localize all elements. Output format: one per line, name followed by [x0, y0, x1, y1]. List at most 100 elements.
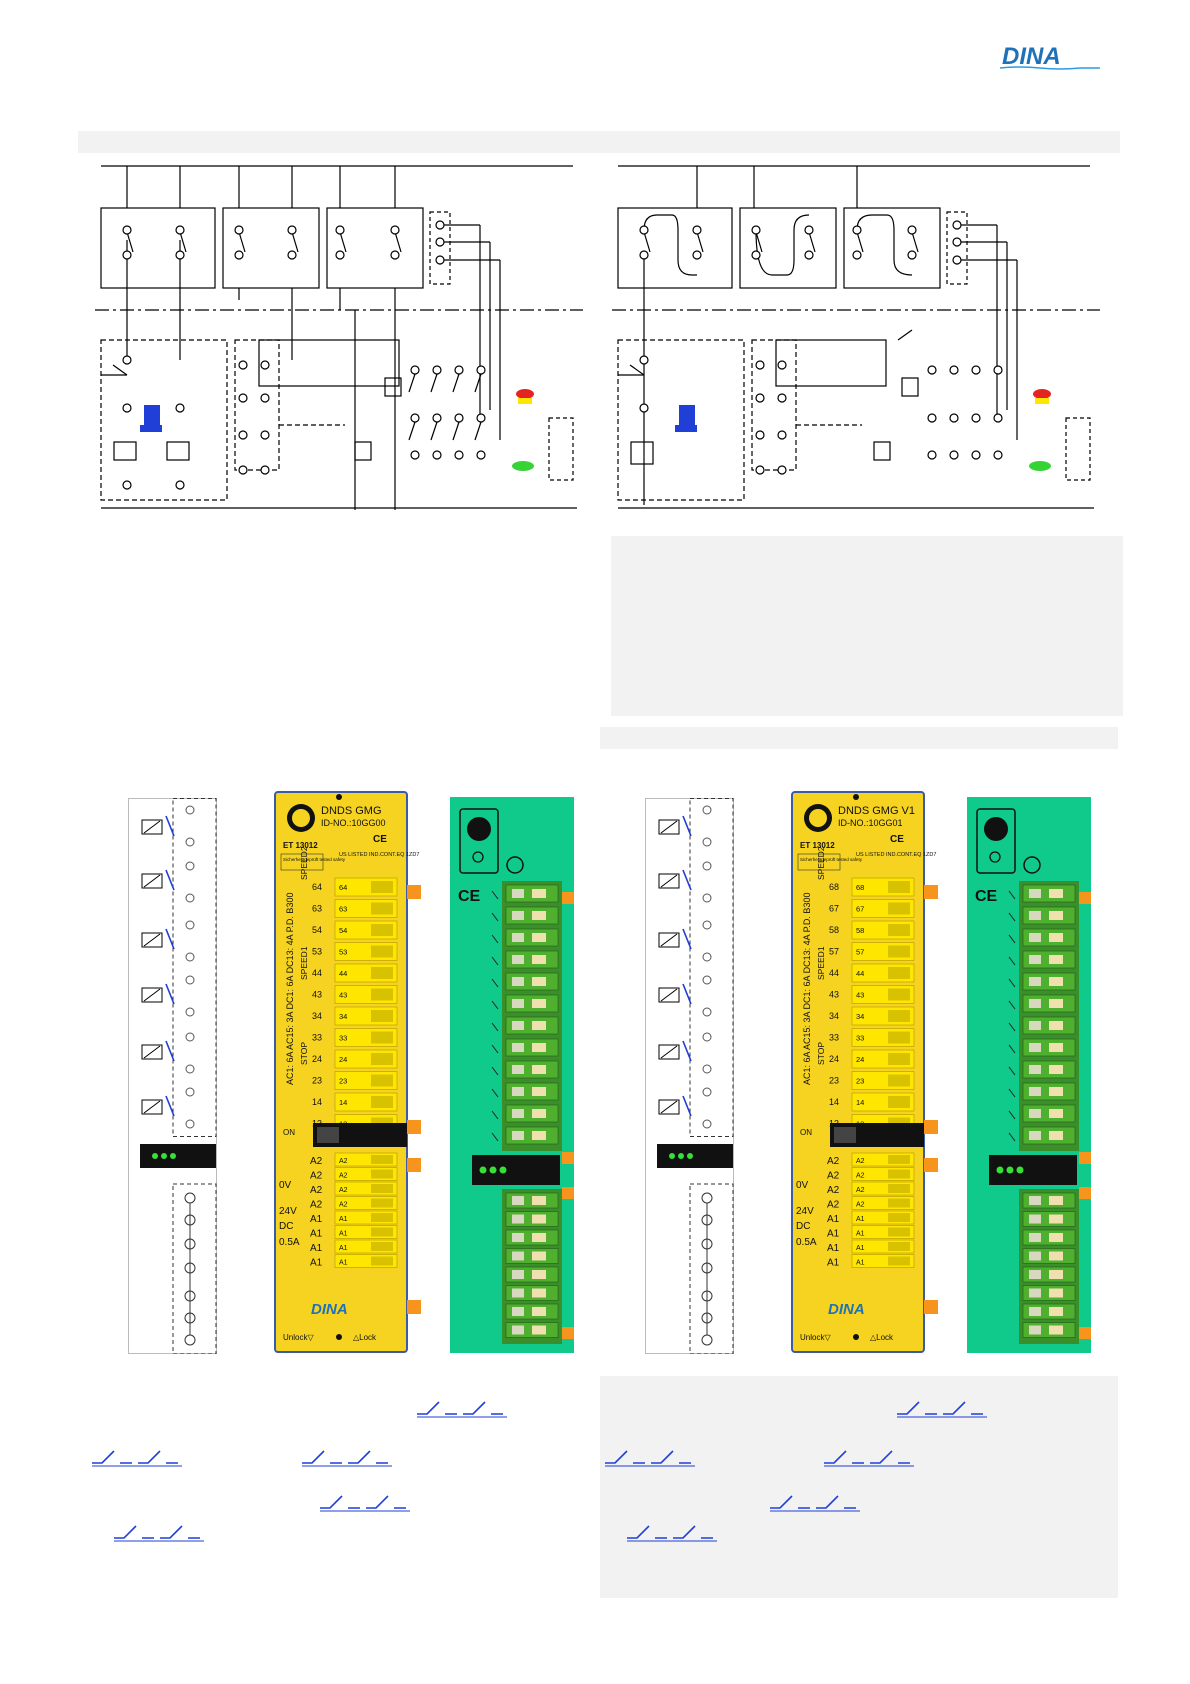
rating-text: AC1: 6A AC15: 3A DC1: 6A DC13: 4A P.D. B… — [802, 893, 812, 1085]
svg-text:0.5A: 0.5A — [279, 1237, 300, 1248]
estop-icon-right — [1033, 389, 1051, 399]
contact-symbol-link[interactable] — [822, 1445, 932, 1467]
svg-text:DC: DC — [796, 1221, 810, 1232]
svg-text:DC: DC — [279, 1221, 293, 1232]
status-led — [499, 1166, 507, 1174]
terminal-label: 54 — [312, 925, 322, 935]
group-label: STOP — [299, 1042, 309, 1065]
svg-text:A1: A1 — [856, 1260, 865, 1267]
svg-text:33: 33 — [339, 1034, 347, 1043]
orange-tab — [407, 885, 421, 899]
orange-tab — [924, 1120, 938, 1134]
svg-text:58: 58 — [856, 926, 864, 935]
contact-symbol-link[interactable] — [768, 1490, 878, 1512]
wiring-diagram-right — [612, 165, 1100, 509]
orange-tab — [1079, 1187, 1091, 1199]
group-label: SPEED1 — [299, 946, 309, 980]
logo-text: DINA — [1002, 43, 1061, 70]
svg-text:CE: CE — [890, 834, 904, 845]
svg-text:A1: A1 — [339, 1216, 348, 1223]
svg-text:A1: A1 — [856, 1245, 865, 1252]
svg-text:ON: ON — [283, 1128, 295, 1137]
module-name: DNDS GMG — [321, 805, 382, 817]
module-logo: DINA — [828, 1301, 865, 1318]
estop-icon — [516, 389, 534, 399]
svg-text:34: 34 — [339, 1012, 347, 1021]
svg-text:ET 13012: ET 13012 — [800, 841, 835, 850]
svg-text:23: 23 — [339, 1077, 347, 1086]
module-name: DNDS GMG V1 — [838, 805, 915, 817]
contact-symbol-link[interactable] — [318, 1490, 428, 1512]
contact-symbol-link[interactable] — [895, 1396, 1005, 1418]
power-label: A2 — [310, 1156, 323, 1167]
terminal-label: 68 — [829, 882, 839, 892]
orange-tab — [407, 1300, 421, 1314]
wiring-diagram-left — [95, 165, 583, 510]
orange-tab — [924, 1300, 938, 1314]
svg-text:44: 44 — [339, 969, 347, 978]
power-label: A2 — [827, 1185, 840, 1196]
svg-text:A1: A1 — [339, 1231, 348, 1238]
unlock-label: Unlock▽ — [283, 1333, 314, 1342]
svg-text:34: 34 — [856, 1012, 864, 1021]
terminal-label: 53 — [312, 947, 322, 957]
svg-text:A2: A2 — [856, 1158, 865, 1165]
module-id: ID-NO.:10GG00 — [321, 818, 386, 828]
svg-text:A2: A2 — [339, 1158, 348, 1165]
orange-tab — [1079, 892, 1091, 904]
svg-text:A2: A2 — [339, 1187, 348, 1194]
contact-symbol-link[interactable] — [90, 1445, 200, 1467]
contact-symbol-link[interactable] — [112, 1520, 222, 1542]
svg-text:A1: A1 — [339, 1260, 348, 1267]
svg-text:A2: A2 — [856, 1187, 865, 1194]
svg-text:0V: 0V — [796, 1180, 809, 1191]
rating-text: AC1: 6A AC15: 3A DC1: 6A DC13: 4A P.D. B… — [285, 893, 295, 1085]
contact-symbol-link[interactable] — [300, 1445, 410, 1467]
svg-text:14: 14 — [856, 1098, 864, 1107]
start-button-icon-right — [1029, 461, 1051, 471]
hand-icon-right — [679, 405, 695, 429]
svg-text:43: 43 — [339, 991, 347, 1000]
terminal-label: 33 — [829, 1033, 839, 1043]
lock-label: △Lock — [870, 1333, 894, 1342]
svg-text:63: 63 — [339, 905, 347, 914]
orange-tab — [407, 1120, 421, 1134]
svg-text:A1: A1 — [339, 1245, 348, 1252]
power-label: A2 — [827, 1156, 840, 1167]
svg-text:A2: A2 — [339, 1202, 348, 1209]
svg-text:0.5A: 0.5A — [796, 1237, 817, 1248]
svg-text:24V: 24V — [279, 1206, 297, 1217]
orange-tab — [924, 885, 938, 899]
orange-tab — [1079, 1152, 1091, 1164]
status-led — [489, 1166, 497, 1174]
contact-symbol-link[interactable] — [625, 1520, 735, 1542]
svg-text:0V: 0V — [279, 1180, 292, 1191]
info-box-bottom-right — [600, 1376, 1118, 1598]
dina-logo: DINA — [1000, 43, 1100, 70]
group-label: SPEED2 — [816, 846, 826, 880]
power-label: A2 — [310, 1200, 323, 1211]
terminal-label: 44 — [312, 968, 322, 978]
status-led — [479, 1166, 487, 1174]
terminal-label: 14 — [829, 1097, 839, 1107]
svg-text:57: 57 — [856, 948, 864, 957]
svg-text:A2: A2 — [856, 1202, 865, 1209]
terminal-label: 43 — [829, 990, 839, 1000]
svg-text:A2: A2 — [856, 1173, 865, 1180]
terminal-label: 58 — [829, 925, 839, 935]
contact-symbol-link[interactable] — [415, 1396, 525, 1418]
svg-text:24: 24 — [339, 1055, 347, 1064]
svg-text:US LISTED IND.CONT.EQ 1ZD7: US LISTED IND.CONT.EQ 1ZD7 — [339, 852, 419, 858]
svg-text:43: 43 — [856, 991, 864, 1000]
terminal-label: 33 — [312, 1033, 322, 1043]
status-led — [996, 1166, 1004, 1174]
terminal-label: 23 — [312, 1076, 322, 1086]
power-label: A1 — [827, 1214, 840, 1225]
terminal-label: 44 — [829, 968, 839, 978]
status-led-bar — [472, 1155, 560, 1185]
ce-mark: CE — [975, 888, 998, 905]
contact-symbol-link[interactable] — [603, 1445, 713, 1467]
start-button-icon — [512, 461, 534, 471]
